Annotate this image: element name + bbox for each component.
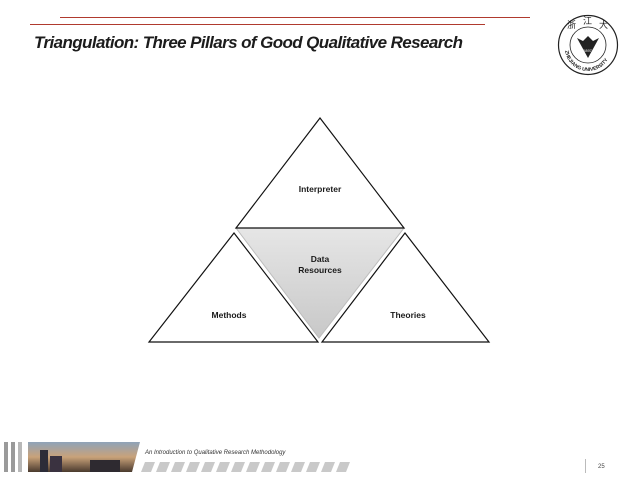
footer-text: An Introduction to Qualitative Research … (145, 450, 286, 456)
top-triangle (234, 117, 406, 229)
svg-text:浙: 浙 (567, 19, 576, 30)
page-number: 25 (598, 464, 605, 470)
footer-band (4, 442, 586, 473)
label-data: Data (311, 254, 330, 264)
header-rule-bottom (30, 24, 485, 25)
label-interpreter: Interpreter (299, 184, 342, 194)
right-triangle (320, 232, 491, 343)
header-rule-top (60, 17, 530, 18)
label-resources: Resources (298, 265, 342, 275)
slide-title: Triangulation: Three Pillars of Good Qua… (34, 33, 463, 52)
svg-text:大: 大 (599, 19, 608, 30)
label-methods: Methods (212, 310, 247, 320)
university-seal-icon: 浙 江 大 1897 ZHEJIANG UNIVERSITY (557, 14, 619, 76)
label-theories: Theories (390, 310, 426, 320)
svg-text:江: 江 (583, 16, 592, 26)
svg-text:1897: 1897 (583, 48, 593, 53)
left-triangle (147, 232, 320, 343)
